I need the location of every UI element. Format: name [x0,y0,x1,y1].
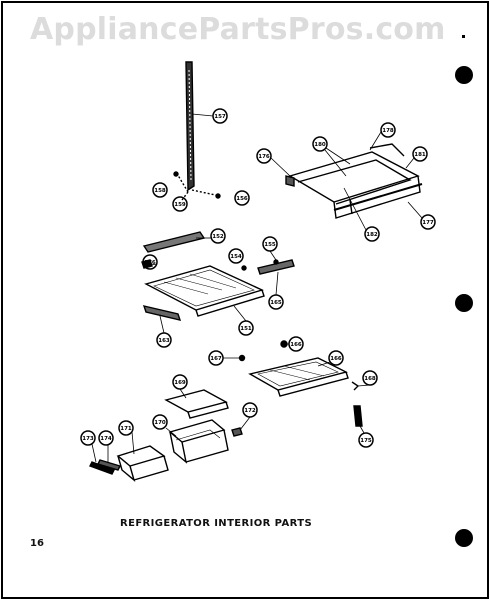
glass-shelf-151 [144,265,264,311]
callout-label: 172 [244,408,256,414]
watermark: AppliancePartsPros.com [30,12,446,47]
strip-173 [89,461,115,475]
callout-label: 166 [330,356,342,362]
callout-label: 166 [290,342,302,348]
part-175 [353,405,363,427]
page-number: 16 [30,538,44,549]
callout-label: 156 [236,196,248,202]
callout-label: 167 [210,356,222,362]
callout-label: 171 [120,426,132,432]
rail-165 [257,259,295,275]
callout-label: 174 [100,436,112,442]
callout-label: 170 [154,420,166,426]
callout-label: 176 [144,260,156,266]
callout-label: 178 [382,128,394,134]
callout-label: 168 [364,376,376,382]
rail-152 [142,231,206,253]
callout-label: 154 [230,254,242,260]
callout-label: 159 [174,202,186,208]
callout-label: 175 [360,438,372,444]
diagram-caption: REFRIGERATOR INTERIOR PARTS [120,518,313,529]
callout-label: 181 [414,152,426,158]
crisper-cover-169 [164,389,228,413]
upper-shelf-frame [288,151,420,203]
callout-label: 173 [82,436,94,442]
callout-label: 163 [158,338,170,344]
binder-hole [455,66,473,84]
callout-label: 165 [270,300,282,306]
binder-hole [455,294,473,312]
callout-label: 182 [366,232,378,238]
binder-hole [455,529,473,547]
callout-label: 176 [258,154,270,160]
callout-label: 169 [174,380,186,386]
callout-label: 158 [154,188,166,194]
callout-label: 157 [214,114,226,120]
callout-label: 151 [240,326,252,332]
rail-163 [142,305,182,321]
drawer-170 [168,419,226,443]
callout-label: 180 [314,142,326,148]
callout-label: 152 [212,234,224,240]
callout-label: 177 [422,220,434,226]
drawer-171 [116,445,166,467]
callout-label: 155 [264,242,276,248]
